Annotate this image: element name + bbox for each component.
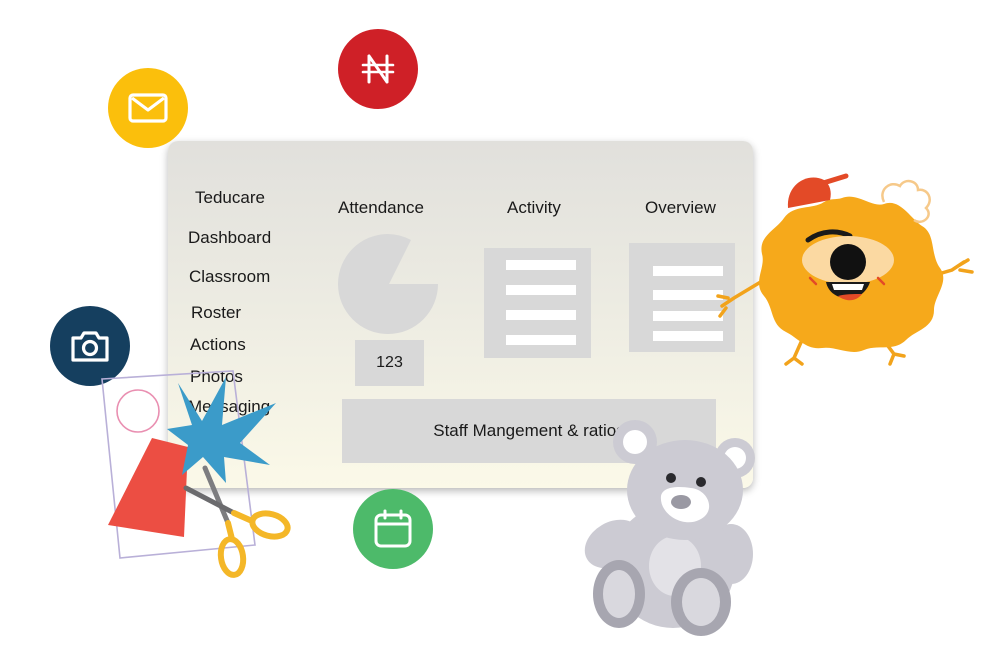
sidebar-item-actions[interactable]: Actions bbox=[190, 335, 246, 354]
attendance-count-box: 123 bbox=[355, 340, 424, 386]
calendar-icon bbox=[353, 489, 433, 569]
brand-label: Teducare bbox=[195, 188, 265, 207]
naira-currency-icon bbox=[338, 29, 418, 109]
dashboard-card: Teducare Dashboard Classroom Roster Acti… bbox=[168, 141, 753, 488]
mail-icon bbox=[108, 68, 188, 148]
attendance-title: Attendance bbox=[338, 198, 425, 217]
sidebar-item-roster[interactable]: Roster bbox=[191, 303, 242, 322]
activity-list-placeholder bbox=[484, 248, 591, 358]
attendance-count: 123 bbox=[376, 354, 403, 371]
activity-title: Activity bbox=[507, 198, 561, 217]
craft-illustration bbox=[101, 370, 291, 578]
monster-illustration bbox=[716, 173, 974, 366]
sidebar-item-classroom[interactable]: Classroom bbox=[189, 267, 271, 286]
attendance-pie-chart bbox=[338, 234, 438, 334]
camera-icon bbox=[50, 306, 130, 386]
staff-management-label: Staff Mangement & ratios bbox=[433, 421, 625, 440]
teddy-bear-illustration bbox=[584, 420, 755, 636]
sidebar-item-dashboard[interactable]: Dashboard bbox=[188, 228, 272, 247]
overview-title: Overview bbox=[645, 198, 716, 217]
